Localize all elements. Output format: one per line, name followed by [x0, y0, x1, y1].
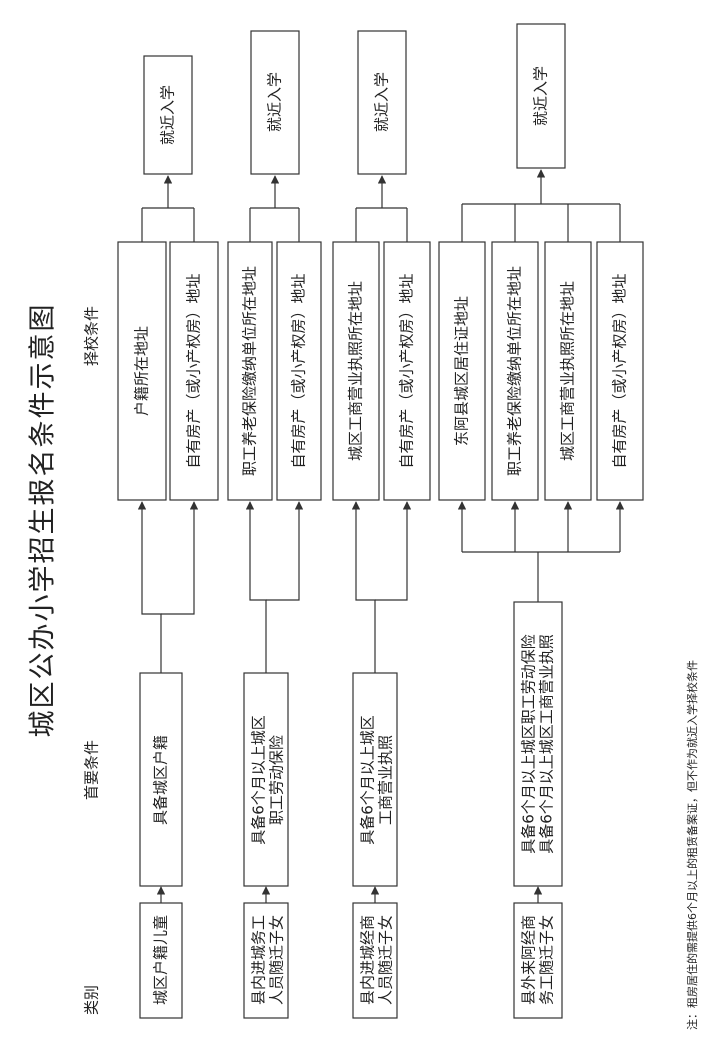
choice-box	[596, 241, 644, 501]
choice-label: 城区工商营业执照所在地址	[559, 281, 577, 461]
choice-label: 自有房产（或小产权房）地址	[611, 273, 629, 468]
choice-label: 自有房产（或小产权房）地址	[185, 273, 203, 468]
result-box	[143, 55, 193, 175]
choice-label: 东阿县城区居住证地址	[453, 296, 471, 446]
result-label: 就近入学	[159, 85, 177, 145]
choice-box	[544, 241, 592, 501]
header-primary: 首要条件	[83, 740, 101, 800]
category-label: 务工随迁子女	[538, 915, 556, 1005]
choice-box	[276, 241, 322, 501]
primary-label: 具备6个月以上城区职工劳动保险	[520, 634, 538, 854]
primary-box	[139, 672, 183, 887]
choice-label: 职工养老保险缴纳单位所在地址	[506, 266, 524, 476]
result-box	[250, 30, 300, 175]
primary-label: 具备6个月以上城区	[250, 715, 268, 845]
category-label: 人员随迁子女	[377, 915, 395, 1005]
choice-box	[491, 241, 539, 501]
result-box	[357, 30, 407, 175]
primary-label: 具备6个月以上城区工商营业执照	[538, 634, 556, 854]
category-box	[139, 902, 183, 1019]
category-label: 人员随迁子女	[268, 915, 286, 1005]
primary-label: 具备城区户籍	[152, 735, 170, 825]
header-category: 类别	[83, 985, 101, 1015]
choice-label: 户籍所在地址	[133, 326, 151, 416]
choice-label: 城区工商营业执照所在地址	[347, 281, 365, 461]
header-choice: 择校条件	[83, 306, 101, 366]
primary-label: 职工劳动保险	[268, 735, 286, 825]
choice-box	[383, 241, 431, 501]
group-2: 县内进城务工 人员随迁子女 具备6个月以上城区 职工劳动保险 职工养老保险缴纳单…	[227, 30, 322, 1019]
primary-box	[352, 672, 398, 887]
choice-label: 自有房产（或小产权房）地址	[398, 273, 416, 468]
group-1: 城区户籍儿童 具备城区户籍 户籍所在地址 自有房产（或小产权房）地址 就近入学	[117, 55, 219, 1019]
primary-label: 工商营业执照	[377, 735, 395, 825]
choice-box	[332, 241, 380, 501]
choice-box	[169, 241, 219, 501]
result-box	[516, 23, 566, 169]
choice-label: 职工养老保险缴纳单位所在地址	[241, 266, 259, 476]
primary-box	[243, 672, 289, 887]
footnote: 注：租房居住的需提供6个月以上的租赁备案证，但不作为就近入学择校条件	[685, 660, 699, 1030]
choice-box	[227, 241, 273, 501]
primary-label: 具备6个月以上城区	[359, 715, 377, 845]
category-label: 县内进城务工	[250, 915, 268, 1005]
category-box	[513, 902, 563, 1019]
result-label: 就近入学	[532, 66, 550, 126]
choice-label: 自有房产（或小产权房）地址	[290, 273, 308, 468]
result-label: 就近入学	[373, 72, 391, 132]
category-box	[243, 902, 289, 1019]
category-box	[352, 902, 398, 1019]
group-4: 县外来阿经商 务工随迁子女 具备6个月以上城区职工劳动保险 具备6个月以上城区工…	[438, 23, 644, 1019]
result-label: 就近入学	[266, 72, 284, 132]
diagram-title: 城区公办小学招生报名条件示意图	[28, 303, 59, 738]
category-label: 县外来阿经商	[520, 915, 538, 1005]
group-3: 县内进城经商 人员随迁子女 具备6个月以上城区 工商营业执照 城区工商营业执照所…	[332, 30, 431, 1019]
category-label: 县内进城经商	[359, 915, 377, 1005]
category-label: 城区户籍儿童	[152, 915, 170, 1005]
primary-box	[513, 601, 563, 887]
